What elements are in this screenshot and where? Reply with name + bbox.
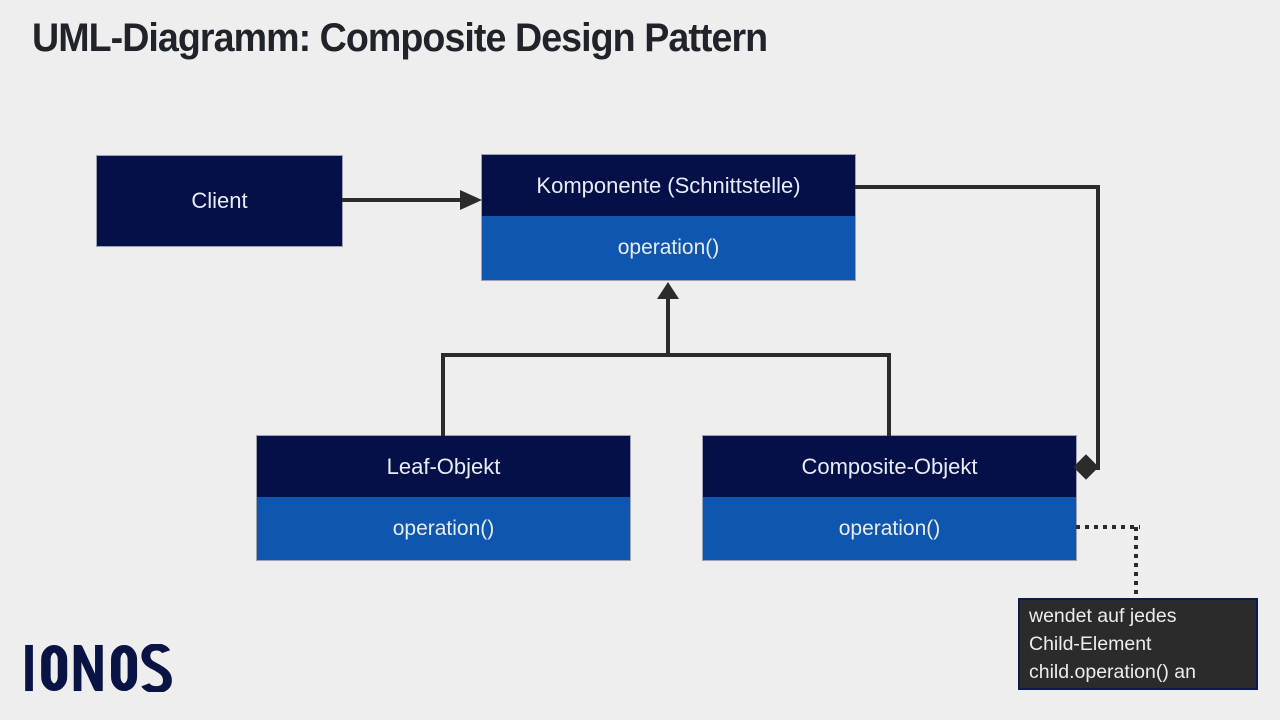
ionos-logo bbox=[24, 643, 172, 697]
uml-class-composite: Composite-Objekt operation() bbox=[703, 436, 1076, 560]
note-link-vertical bbox=[1134, 527, 1138, 598]
leaf-title: Leaf-Objekt bbox=[257, 436, 630, 497]
uml-class-leaf: Leaf-Objekt operation() bbox=[257, 436, 630, 560]
uml-class-client: Client bbox=[97, 156, 342, 246]
client-label: Client bbox=[191, 188, 248, 213]
composite-operation: operation() bbox=[703, 497, 1076, 560]
generalization-drop-leaf bbox=[441, 353, 445, 436]
aggregation-line-vertical bbox=[1096, 185, 1100, 470]
aggregation-diamond-icon bbox=[1073, 454, 1099, 480]
page-title: UML-Diagramm: Composite Design Pattern bbox=[32, 16, 768, 60]
association-arrowhead-icon bbox=[460, 190, 482, 210]
generalization-crossbar bbox=[441, 353, 891, 357]
component-title: Komponente (Schnittstelle) bbox=[482, 155, 855, 216]
aggregation-line-horizontal bbox=[855, 185, 1100, 189]
note-box: wendet auf jedes Child-Element child.ope… bbox=[1018, 598, 1258, 690]
uml-class-component: Komponente (Schnittstelle) operation() bbox=[482, 155, 855, 280]
generalization-stem bbox=[666, 297, 670, 357]
generalization-arrowhead-icon bbox=[657, 282, 679, 299]
note-link-horizontal bbox=[1076, 525, 1140, 529]
generalization-drop-composite bbox=[887, 353, 891, 436]
leaf-operation: operation() bbox=[257, 497, 630, 560]
composite-title: Composite-Objekt bbox=[703, 436, 1076, 497]
ionos-logo-icon bbox=[25, 643, 172, 694]
component-operation: operation() bbox=[482, 216, 855, 280]
association-line-client-component bbox=[342, 198, 464, 202]
